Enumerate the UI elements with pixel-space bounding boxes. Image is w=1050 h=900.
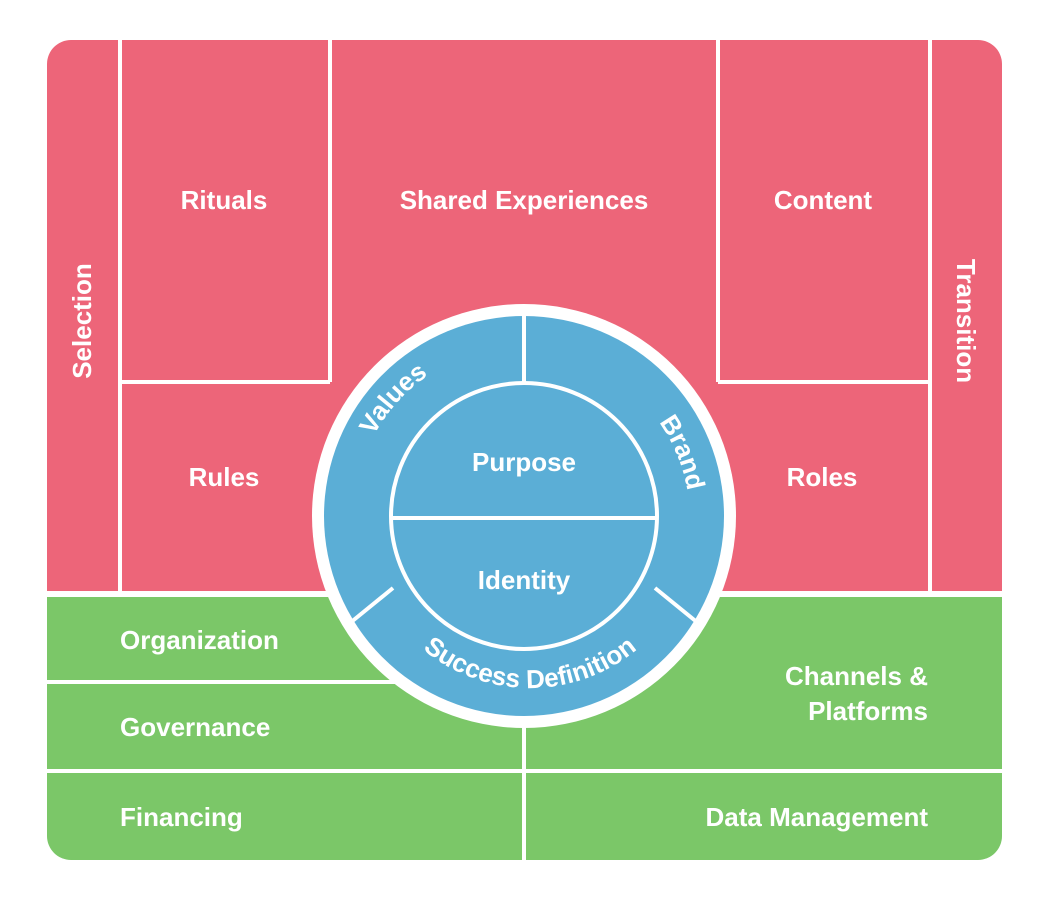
organization-label: Organization [120,625,279,655]
transition-label: Transition [951,259,981,383]
red-zone-dividers [118,40,932,592]
content-label: Content [774,185,873,215]
rituals-label: Rituals [181,185,268,215]
channels-platforms-label-line2: Platforms [808,696,928,726]
channels-platforms-label-line1: Channels & [785,661,928,691]
core-circle [312,304,736,728]
roles-label: Roles [787,462,858,492]
governance-label: Governance [120,712,270,742]
shared-experiences-label: Shared Experiences [400,185,649,215]
rules-label: Rules [189,462,260,492]
data-management-label: Data Management [706,802,929,832]
selection-label: Selection [67,263,97,379]
core-circle-ring-dividers [348,316,700,625]
financing-label: Financing [120,802,243,832]
purpose-label: Purpose [472,447,576,477]
identity-label: Identity [478,565,571,595]
